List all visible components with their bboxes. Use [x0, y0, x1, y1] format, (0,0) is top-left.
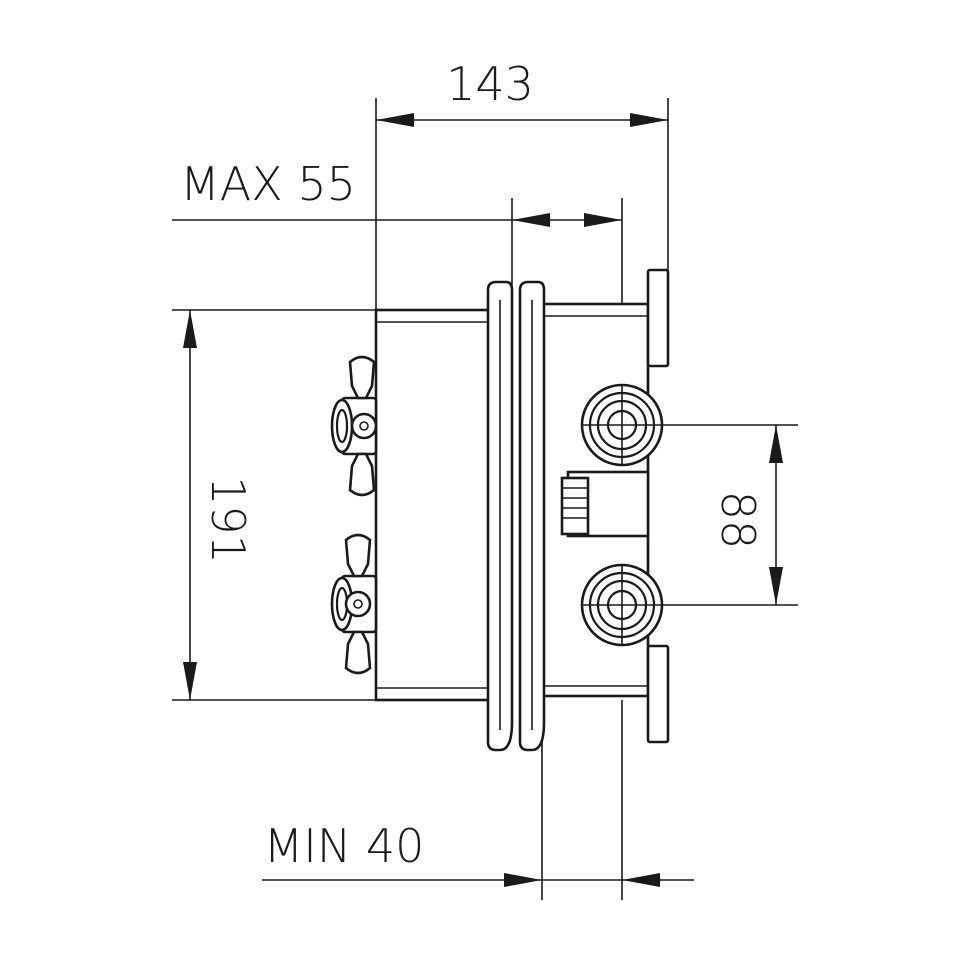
shutoff-valve-bottom — [330, 533, 378, 675]
valve-body — [374, 268, 670, 744]
dimension-88: 88 — [622, 424, 798, 606]
dimension-max-55-label: MAX 55 — [180, 157, 356, 211]
flange-inner — [518, 280, 546, 752]
dimension-max-55: MAX 55 — [172, 157, 623, 390]
dimension-min-40: MIN 40 — [262, 700, 694, 900]
flange-outer — [486, 280, 514, 752]
outlet-connector-top — [580, 383, 664, 467]
dimension-143: 143 — [375, 57, 669, 310]
cartridge-connector — [560, 470, 650, 538]
outlet-connector-bottom — [580, 563, 664, 647]
dimension-min-40-label: MIN 40 — [264, 819, 425, 873]
dimension-143-label: 143 — [446, 57, 534, 111]
dimension-191: 191 — [172, 309, 376, 701]
dimension-88-label: 88 — [711, 491, 765, 550]
shutoff-valve-top — [330, 355, 378, 497]
dimension-191-label: 191 — [201, 476, 255, 564]
